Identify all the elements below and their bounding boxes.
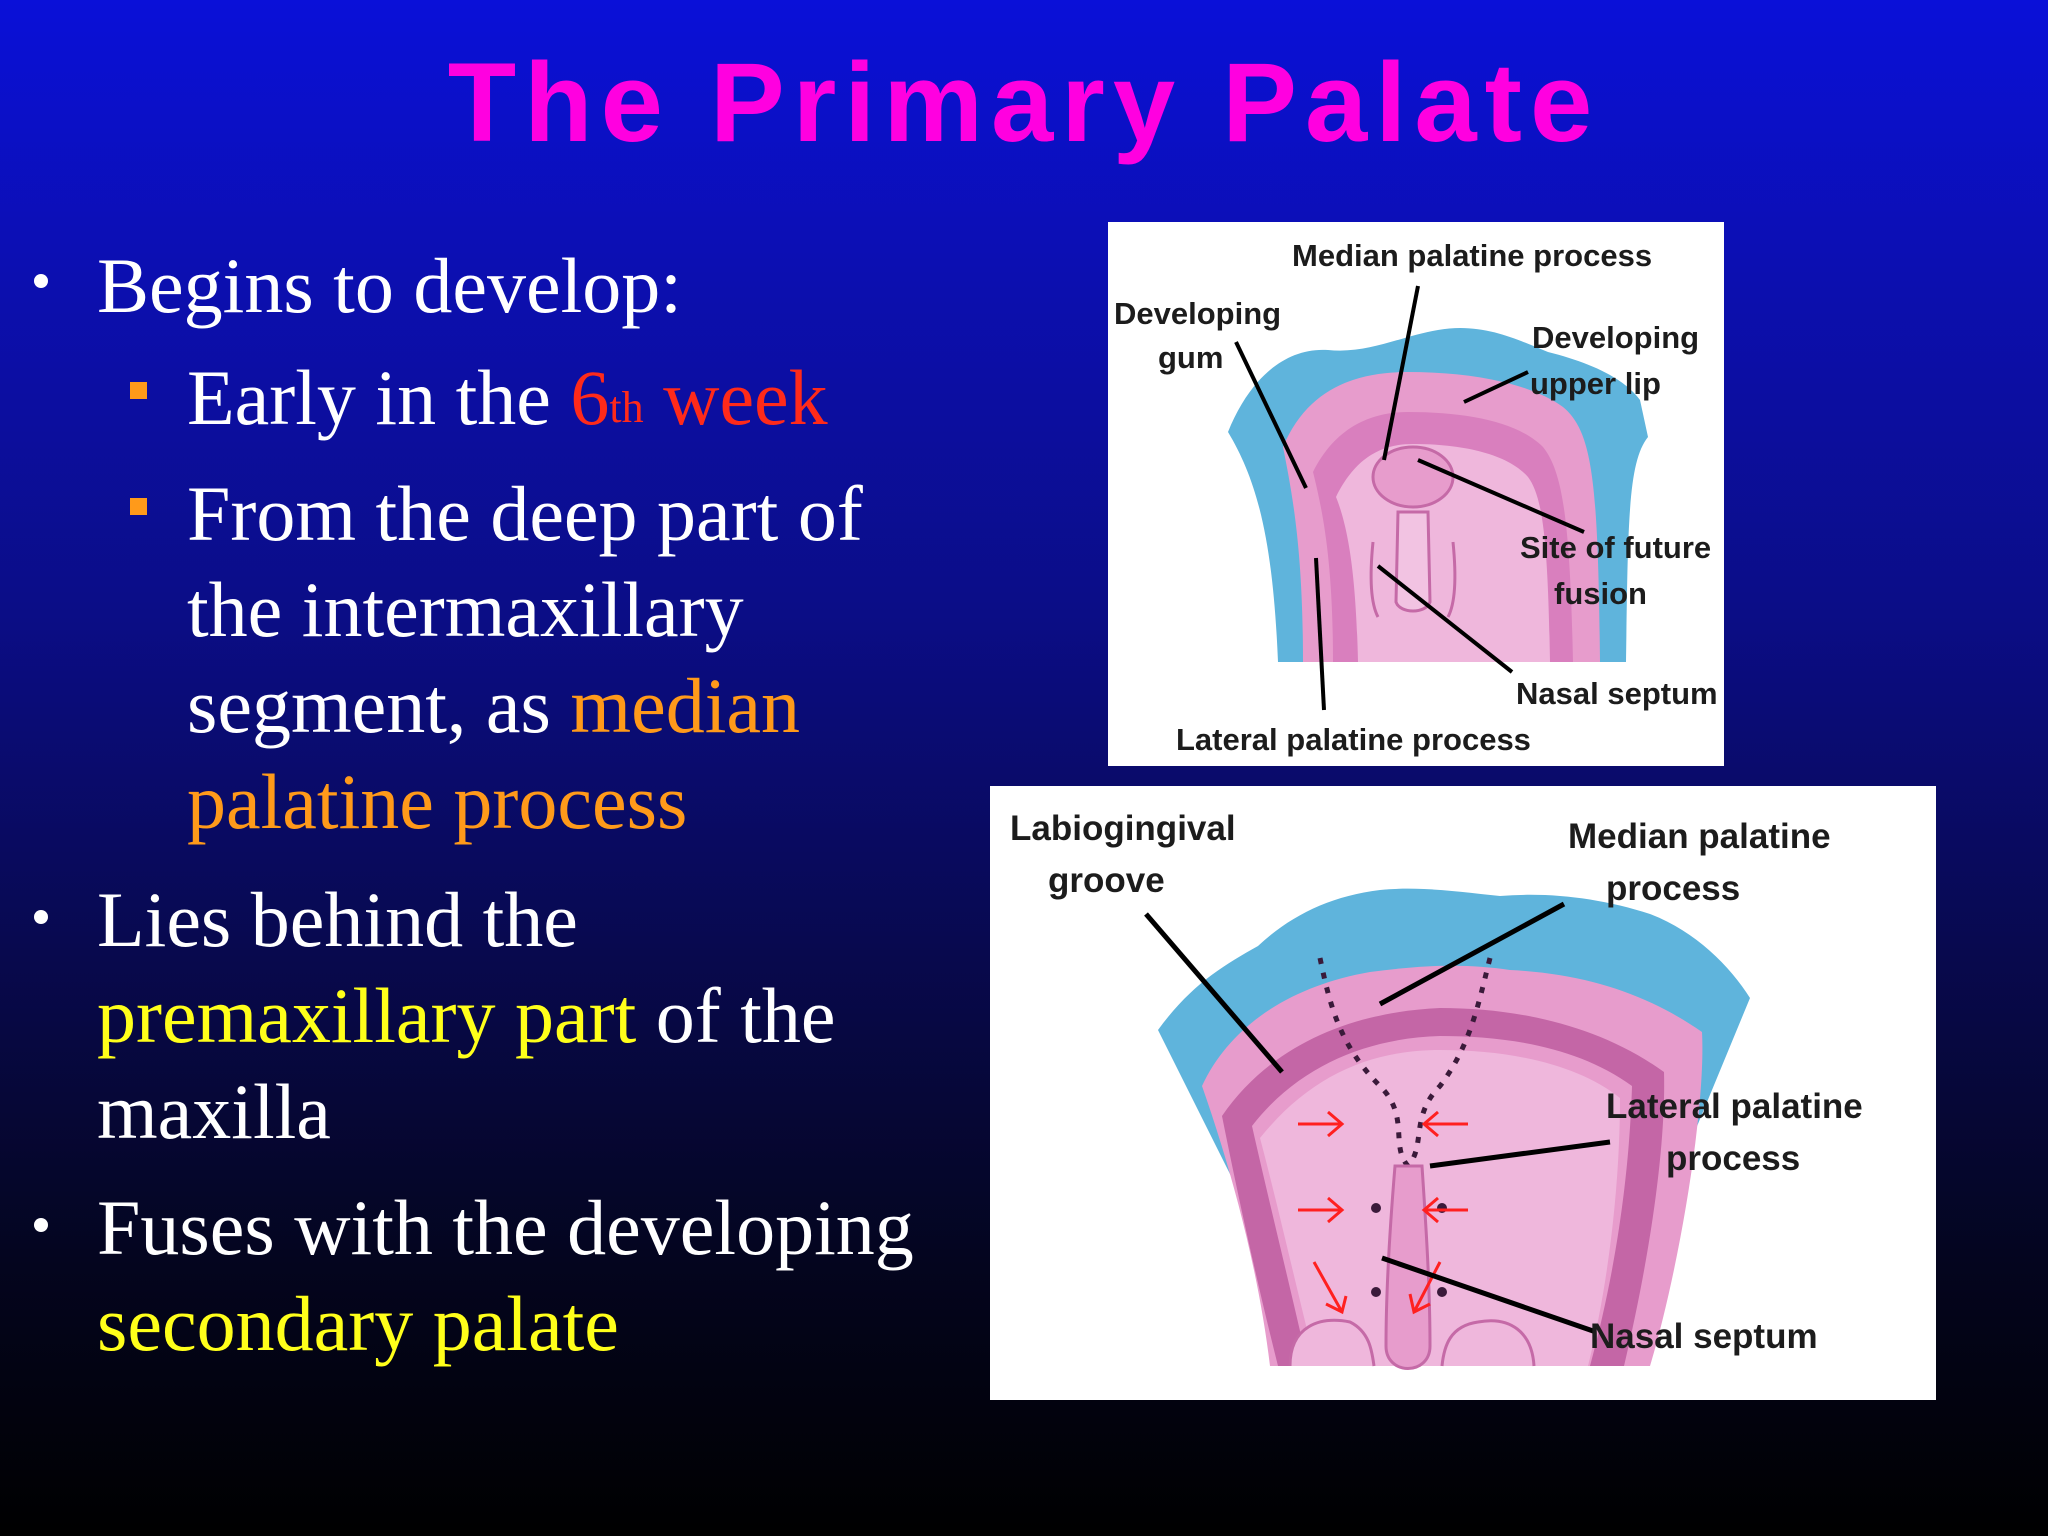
palate-shelf-left <box>1369 541 1380 618</box>
sub-bullet-origin-line1: From the deep part of <box>187 470 863 557</box>
diagram-panel-top: Median palatine process Developing gum D… <box>1108 222 1724 766</box>
bullet-fuses-line2: secondary palate <box>97 1280 619 1367</box>
arrow-down-left-icon <box>1408 1261 1442 1315</box>
slide-title: The Primary Palate <box>447 40 1601 165</box>
label-nasal-septum: Nasal septum <box>1516 676 1718 711</box>
label-lateral-palatine-process: Lateral palatine process <box>1176 722 1531 757</box>
sub-bullet-origin-line3: segment, as median <box>187 662 801 749</box>
label-upper-lip-1: Developing <box>1532 320 1699 355</box>
arrow-left-icon <box>1421 1196 1468 1224</box>
bullet-list: Begins to develop: Early in the 6th week… <box>0 0 980 1536</box>
fusion-point <box>1371 1203 1381 1213</box>
bullet-fuses-line1: Fuses with the developing <box>97 1184 914 1271</box>
arrow-down-right-icon <box>1312 1261 1348 1315</box>
label-labiogingival-2: groove <box>1048 861 1165 900</box>
labiogingival-groove-band <box>1222 1008 1665 1366</box>
leader-gum <box>1234 341 1308 489</box>
leader-lateral <box>1429 1139 1611 1169</box>
sub-bullet-origin-line4: palatine process <box>187 758 688 845</box>
label-median-palatine-1: Median palatine <box>1568 817 1831 856</box>
bullet-dot <box>34 274 48 288</box>
leader-lip <box>1463 370 1529 404</box>
leader-median <box>1378 901 1566 1007</box>
arrow-right-icon <box>1298 1110 1345 1138</box>
fusion-point <box>1437 1287 1447 1297</box>
arrow-right-icon <box>1298 1196 1345 1224</box>
label-nasal-septum: Nasal septum <box>1590 1317 1818 1356</box>
bullet-begins: Begins to develop: <box>97 242 682 329</box>
fusion-point <box>1371 1287 1381 1297</box>
nostril-right <box>1440 1319 1536 1367</box>
sub-bullet-week: Early in the 6th week <box>187 354 828 441</box>
sub-bullet-square <box>130 498 147 515</box>
label-site-fusion-1: Site of future <box>1520 530 1711 565</box>
palate-shelf-right <box>1446 541 1457 618</box>
palate-diagram-top: Median palatine process Developing gum D… <box>1114 238 1718 757</box>
leader-site <box>1417 458 1585 534</box>
arrow-left-icon <box>1421 1110 1468 1138</box>
leader-septum <box>1381 1255 1597 1335</box>
label-site-fusion-2: fusion <box>1554 576 1647 611</box>
median-process-dotted-outline <box>1317 957 1493 1168</box>
leader-lateral <box>1314 557 1326 711</box>
diagram-panel-bottom: Labiogingival groove Median palatine pro… <box>990 786 1936 1400</box>
bullet-lies-line2: premaxillary part of the <box>97 972 836 1059</box>
bullet-dot <box>34 1218 48 1232</box>
leader-septum <box>1376 564 1514 674</box>
leader-labiogingival <box>1144 912 1284 1074</box>
fusion-arrows <box>1298 1110 1468 1315</box>
nostril-left <box>1288 1318 1376 1367</box>
sub-bullet-square <box>130 382 147 399</box>
label-lateral-palatine-1: Lateral palatine <box>1606 1087 1863 1126</box>
sub-bullet-origin-line2: the intermaxillary <box>187 566 744 653</box>
label-median-palatine-2: process <box>1606 869 1740 908</box>
label-median-palatine-process: Median palatine process <box>1292 238 1652 273</box>
bullet-lies-line1: Lies behind the <box>97 876 578 963</box>
leader-median <box>1382 285 1420 461</box>
label-lateral-palatine-2: process <box>1666 1139 1800 1178</box>
label-developing-gum-1: Developing <box>1114 296 1281 331</box>
label-upper-lip-2: upper lip <box>1530 366 1661 401</box>
label-developing-gum-2: gum <box>1158 340 1223 375</box>
bullet-dot <box>34 910 48 924</box>
palate-diagram-bottom: Labiogingival groove Median palatine pro… <box>1010 809 1863 1370</box>
label-labiogingival-1: Labiogingival <box>1010 809 1236 848</box>
bullet-lies-line3: maxilla <box>97 1068 331 1155</box>
